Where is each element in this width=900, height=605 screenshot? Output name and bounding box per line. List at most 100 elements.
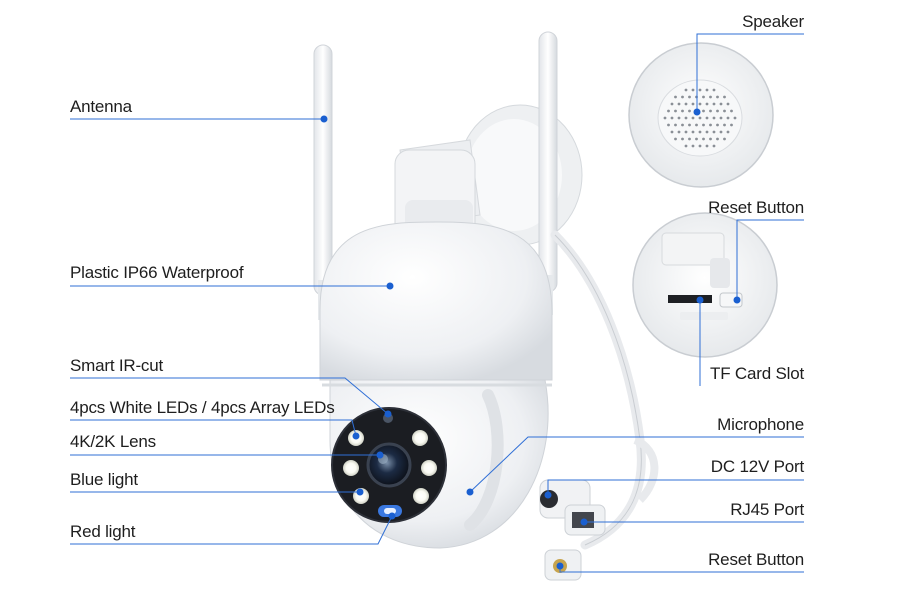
speaker-hole <box>670 116 674 120</box>
leader-ir-cut <box>70 377 389 415</box>
speaker-hole <box>709 109 712 113</box>
leader-lens-dot <box>376 451 384 459</box>
speaker-hole <box>716 95 719 99</box>
speaker-hole <box>691 116 695 120</box>
speaker-hole <box>702 123 705 127</box>
speaker-hole <box>677 116 681 120</box>
speaker-hole <box>719 102 723 106</box>
speaker-hole <box>691 144 695 148</box>
speaker-hole <box>712 144 716 148</box>
leader-red-light-dot <box>388 512 396 520</box>
speaker-hole <box>723 95 726 99</box>
callout-plastic-waterproof: Plastic IP66 Waterproof <box>70 263 244 282</box>
leader-tf-card-dot <box>696 296 704 304</box>
callout-smart-ir-cut: Smart IR-cut <box>70 356 164 375</box>
speaker-hole <box>695 123 698 127</box>
callout-red-light: Red light <box>70 522 136 541</box>
speaker-hole <box>712 102 716 106</box>
speaker-hole <box>698 102 702 106</box>
speaker-hole <box>702 109 705 113</box>
leader-microphone <box>469 436 804 493</box>
speaker-hole <box>716 109 719 113</box>
callout-reset-button-top: Reset Button <box>708 198 804 217</box>
speaker-hole <box>705 144 709 148</box>
speaker-hole <box>709 123 712 127</box>
led-6 <box>413 488 429 504</box>
tf-card-slot <box>668 295 712 303</box>
leader-leds <box>70 419 357 437</box>
leader-rj45-dot <box>580 518 588 526</box>
leader-antenna-dot <box>320 115 328 123</box>
lens-ring <box>331 407 447 523</box>
speaker-hole <box>705 88 709 92</box>
speaker-inset <box>628 42 774 188</box>
speaker-hole <box>698 116 702 120</box>
callout-speaker: Speaker <box>742 12 804 31</box>
leader-waterproof-dot <box>386 282 394 290</box>
callout-lines <box>70 33 804 573</box>
speaker-hole <box>698 130 702 134</box>
led-2 <box>412 430 428 446</box>
speaker-hole <box>716 123 719 127</box>
speaker-hole <box>684 130 688 134</box>
callout-leds: 4pcs White LEDs / 4pcs Array LEDs <box>70 398 335 417</box>
leader-blue-light-dot <box>356 488 364 496</box>
speaker-hole <box>677 102 681 106</box>
speaker-hole <box>719 130 723 134</box>
speaker-hole <box>712 116 716 120</box>
speaker-hole <box>698 144 702 148</box>
speaker-hole <box>709 95 712 99</box>
leader-dc-port-dot <box>544 491 552 499</box>
speaker-hole <box>716 137 719 141</box>
speaker-hole <box>702 137 705 141</box>
speaker-hole <box>730 123 733 127</box>
leader-reset-bottom-dot <box>556 562 564 570</box>
speaker-hole <box>723 109 726 113</box>
leader-microphone-dot <box>466 488 474 496</box>
speaker-hole <box>730 109 733 113</box>
speaker-hole <box>684 88 688 92</box>
leader-leds-dot <box>352 432 360 440</box>
speaker-hole <box>726 130 730 134</box>
speaker-hole <box>702 95 705 99</box>
speaker-hole <box>670 102 674 106</box>
speaker-hole <box>705 102 709 106</box>
speaker-hole <box>698 88 702 92</box>
speaker-hole <box>695 137 698 141</box>
callout-tf-card-slot: TF Card Slot <box>710 364 804 383</box>
speaker-grille <box>663 88 737 148</box>
speaker-hole <box>681 137 684 141</box>
tf-card-inset <box>632 212 778 358</box>
callout-lens: 4K/2K Lens <box>70 432 156 451</box>
led-4 <box>421 460 437 476</box>
speaker-hole <box>674 137 677 141</box>
speaker-hole <box>712 88 716 92</box>
speaker-hole <box>705 130 709 134</box>
speaker-hole <box>667 109 670 113</box>
speaker-hole <box>688 109 691 113</box>
speaker-hole <box>674 123 677 127</box>
speaker-hole <box>688 95 691 99</box>
lens <box>366 442 412 488</box>
speaker-hole <box>723 137 726 141</box>
speaker-hole <box>684 144 688 148</box>
speaker-hole <box>684 116 688 120</box>
speaker-hole <box>684 102 688 106</box>
speaker-hole <box>691 88 695 92</box>
callout-rj45-port: RJ45 Port <box>730 500 804 519</box>
led-3 <box>343 460 359 476</box>
speaker-hole <box>681 123 684 127</box>
speaker-hole <box>681 95 684 99</box>
speaker-hole <box>726 116 730 120</box>
speaker-hole <box>705 116 709 120</box>
speaker-hole <box>691 130 695 134</box>
speaker-hole <box>733 116 737 120</box>
speaker-hole <box>677 130 681 134</box>
leader-ir-cut-dot <box>384 410 392 418</box>
speaker-hole <box>663 116 667 120</box>
leader-reset-top <box>736 219 804 300</box>
leader-speaker <box>696 33 804 112</box>
leader-dc-port <box>547 479 804 495</box>
